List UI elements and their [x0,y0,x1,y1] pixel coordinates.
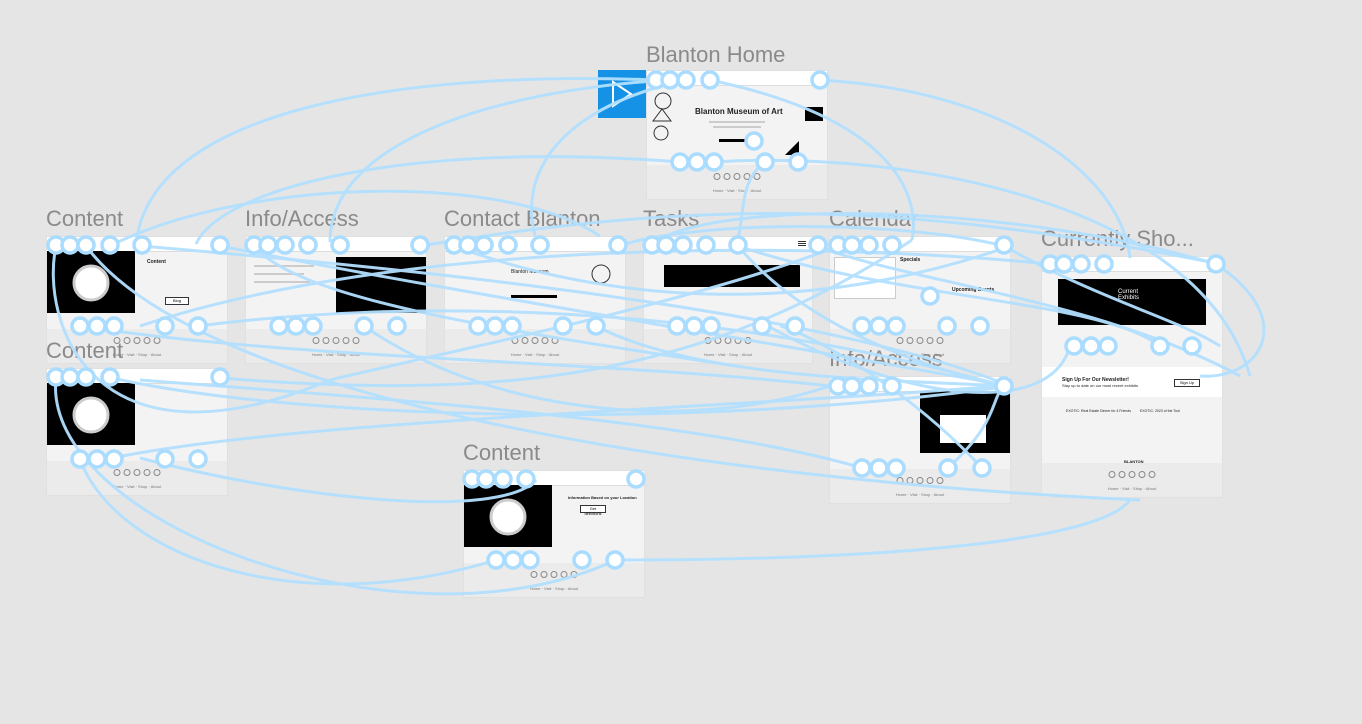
task-cards [664,265,800,287]
frame-tasks[interactable]: Home · Visit · Shop · About [643,236,813,364]
circle-icon [591,264,611,284]
frame-label-content[interactable]: Content [46,206,124,231]
art-bar [719,139,745,142]
text-line [709,121,765,123]
menu-icon [213,241,221,242]
frame-info-access-1[interactable]: Home · Visit · Shop · About [245,236,427,364]
frame-label-info-2[interactable]: Info/Access [829,346,943,371]
contact-bar [511,295,557,298]
upcoming-heading: Upcoming Events [952,287,995,293]
frame-content-3[interactable]: Information Based on your Location Get d… [463,470,645,598]
frame-label-info[interactable]: Info/Access [245,206,359,231]
frame-currently-showing[interactable]: Current Exhibits Sign Up For Our Newslet… [1041,256,1223,498]
contact-heading: Blanton Museum [511,269,549,275]
map-image [336,257,426,313]
loading-ring-icon [72,264,110,302]
newsletter-subtitle: Stay up to date on our most recent exhib… [1062,383,1139,388]
frame-content-2[interactable]: Home · Visit · Shop · About [46,368,228,496]
frame-info-access-2[interactable]: Home · Visit · Shop · About [829,376,1011,504]
frame-contact-blanton[interactable]: Blanton Museum Home · Visit · Shop · Abo… [444,236,626,364]
footer: Home · Visit · Shop · About [647,165,827,199]
frame-label-content-3[interactable]: Content [463,440,541,465]
art-block [805,107,823,121]
exhibit-2[interactable]: EXOTIC: 2023 of the Tool [1140,409,1180,413]
play-icon [612,80,633,108]
specials-heading: Specials [900,257,921,263]
frame-label-calendar[interactable]: Calendar [829,206,919,231]
frame-label-home[interactable]: Blanton Home [646,42,786,67]
frame-blanton-home[interactable]: Blanton Museum of Art Home · Visit · Sho… [646,70,828,200]
blog-button[interactable]: Blog [165,297,189,305]
signup-button[interactable]: Sign Up [1174,379,1200,387]
hero-banner [1058,279,1206,325]
menu-icon [813,75,821,76]
prototype-start-button[interactable] [598,70,646,118]
bar-chart-icon [940,415,986,443]
frame-label-current[interactable]: Currently Sho... [1041,226,1194,251]
loading-ring-icon [489,498,527,536]
content-heading: Content [147,259,166,265]
exhibit-1[interactable]: EXOTIC: Real Estate Dinner for 4 Friends [1066,409,1131,413]
loading-ring-icon [72,396,110,434]
home-title: Blanton Museum of Art [695,107,783,116]
nav-bar [647,71,827,86]
frame-calendar[interactable]: Specials Upcoming Events Home · Visit · … [829,236,1011,364]
geometric-art-left [652,92,672,141]
frame-label-tasks[interactable]: Tasks [643,206,700,231]
frame-label-contact[interactable]: Contact Blanton [444,206,601,231]
frame-label-content-2[interactable]: Content [46,338,124,363]
text-line [713,126,761,128]
directions-button[interactable]: Get directions [580,505,606,516]
calendar-grid[interactable] [834,257,896,299]
location-info: Information Based on your Location [568,495,637,500]
hero-title: Current Exhibits [1118,289,1140,301]
art-triangle [785,141,799,155]
